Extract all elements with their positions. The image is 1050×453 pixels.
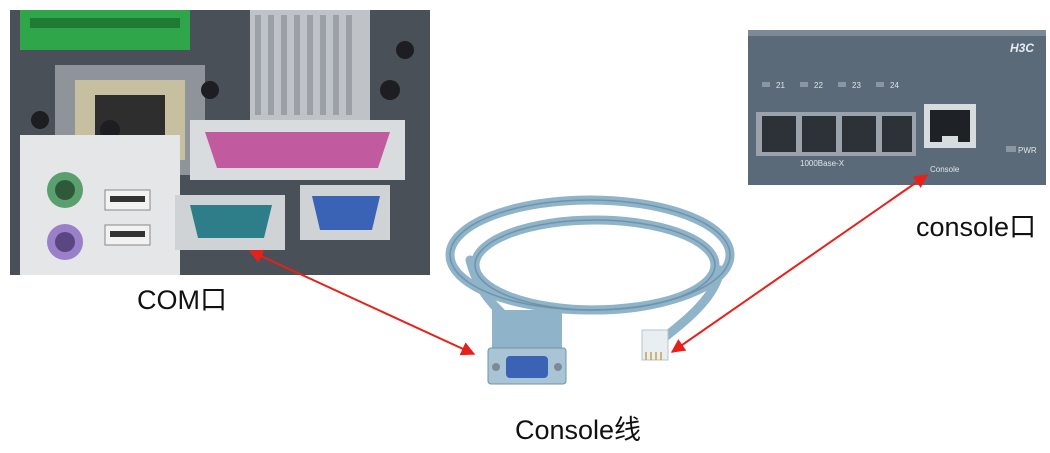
console-cable-image xyxy=(430,180,750,400)
com-port-label: COM口 xyxy=(137,285,227,315)
port-number: 22 xyxy=(814,81,823,90)
brand-text: H3C xyxy=(1010,41,1034,55)
console-port-text: Console xyxy=(930,165,960,174)
console-cable-label: Console线 xyxy=(515,415,642,445)
switch-panel-image: H3C 21 22 23 24 1000Base-X Console PWR xyxy=(748,30,1046,185)
pwr-text: PWR xyxy=(1018,146,1037,155)
port-number: 21 xyxy=(776,81,785,90)
port-number: 24 xyxy=(890,81,899,90)
motherboard-image xyxy=(10,10,430,275)
console-port-label: console口 xyxy=(916,212,1037,242)
sfp-label: 1000Base-X xyxy=(800,159,845,168)
port-number: 23 xyxy=(852,81,861,90)
